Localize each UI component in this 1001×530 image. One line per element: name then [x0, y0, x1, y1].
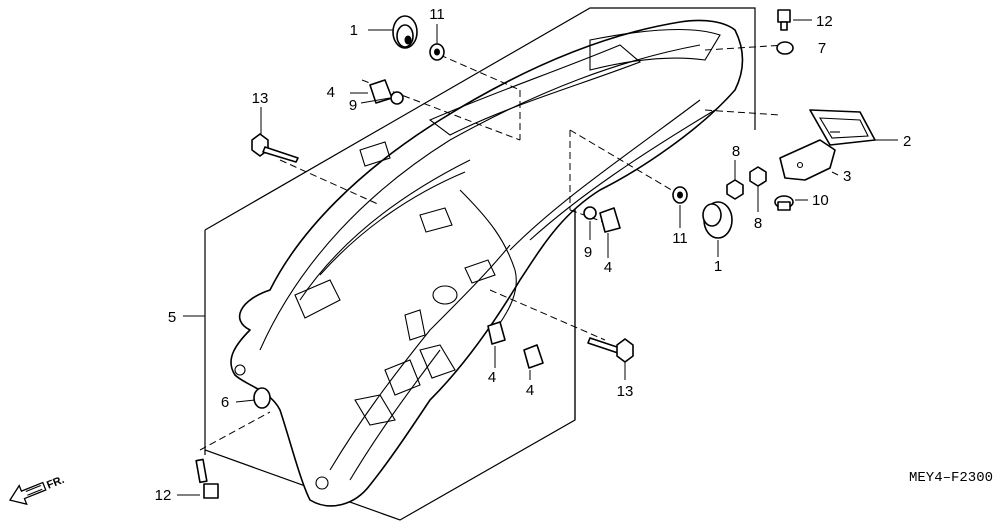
clip-nut-4d[interactable]: [523, 344, 544, 369]
collar-6[interactable]: [253, 387, 271, 409]
nut-8a[interactable]: [726, 179, 744, 200]
screw-12a[interactable]: [777, 9, 791, 31]
callout-11b: 11: [672, 230, 688, 247]
callout-7: 7: [818, 40, 826, 57]
collar-7[interactable]: [776, 41, 794, 55]
flange-bolt-13a[interactable]: [251, 133, 299, 163]
callout-3: 3: [843, 168, 851, 185]
callout-8: 8: [732, 143, 740, 160]
washer-11a[interactable]: [429, 43, 445, 61]
callout-6: 6: [221, 394, 229, 411]
callout-2: 2: [903, 133, 911, 150]
callout-9b: 9: [584, 244, 592, 261]
callout-1: 1: [350, 22, 358, 39]
flange-nut-10[interactable]: [774, 195, 794, 211]
callout-9: 9: [349, 97, 357, 114]
leader-lines: [177, 19, 898, 496]
screw-12b[interactable]: [195, 458, 219, 499]
callout-12b: 12: [155, 487, 172, 504]
collar-9b[interactable]: [583, 206, 597, 220]
collar-9a[interactable]: [390, 91, 404, 105]
drawing-code: MEY4–F2300: [909, 470, 993, 486]
callout-13: 13: [252, 90, 269, 107]
callout-4c: 4: [488, 369, 496, 386]
front-direction-indicator: FR.: [8, 474, 66, 506]
callout-10: 10: [812, 192, 829, 209]
nut-8b[interactable]: [749, 166, 767, 187]
arrow-left-icon: [8, 481, 47, 506]
rubber-grommet-1a[interactable]: [392, 15, 418, 49]
rear-fender[interactable]: [230, 19, 744, 507]
callout-12: 12: [816, 13, 833, 30]
washer-11b[interactable]: [672, 186, 688, 204]
callout-8b: 8: [754, 215, 762, 232]
callout-1b: 1: [714, 258, 722, 275]
callout-5: 5: [168, 309, 176, 326]
front-label: FR.: [45, 474, 66, 492]
callouts: 1 11 4 9 13 12 7 2 3 8 8 10 11 1 9 4 4 4…: [155, 6, 912, 504]
flange-bolt-13b[interactable]: [587, 337, 634, 363]
clip-nut-4c[interactable]: [487, 321, 506, 345]
rubber-grommet-1b[interactable]: [702, 201, 733, 239]
callout-11: 11: [429, 6, 445, 23]
callout-4b: 4: [604, 259, 612, 276]
callout-4d: 4: [526, 382, 534, 399]
callout-4: 4: [327, 84, 335, 101]
reflector-bracket-3[interactable]: [779, 139, 836, 181]
callout-13b: 13: [617, 383, 634, 400]
clip-nut-4b[interactable]: [599, 207, 621, 233]
